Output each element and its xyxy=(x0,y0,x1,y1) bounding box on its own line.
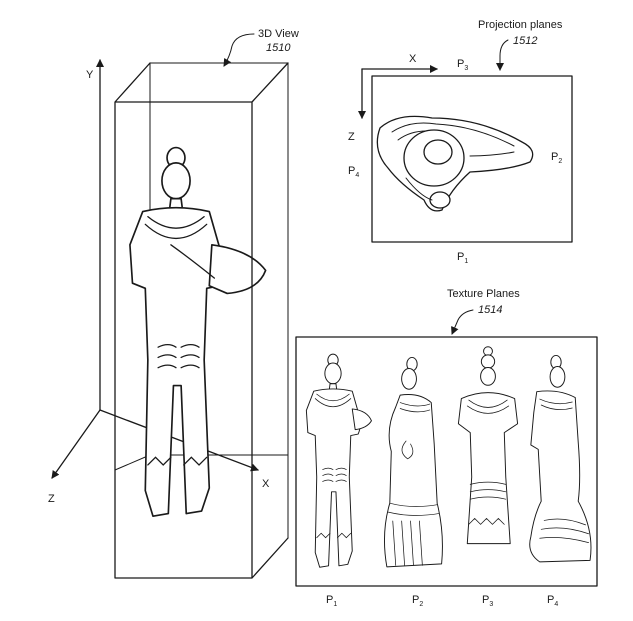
texture-view-p4 xyxy=(530,355,591,561)
texture-view-p2 xyxy=(384,357,442,566)
proj-label-p4: P4 xyxy=(348,165,359,179)
z-axis-label: Z xyxy=(48,493,55,505)
texture-view-p3 xyxy=(458,347,517,544)
projection-title: Projection planes xyxy=(478,19,563,31)
svg-text:P3: P3 xyxy=(457,58,468,72)
y-axis-label: Y xyxy=(86,69,94,81)
texture-view-p1 xyxy=(306,354,371,567)
projection-panel: Projection planes 1512 X Z P3 P4 P2 xyxy=(348,19,572,265)
proj-label-p3: P3 xyxy=(457,58,468,72)
texture-label-p2: P2 xyxy=(412,594,423,608)
projection-topdown-figure xyxy=(377,116,532,211)
svg-text:P1: P1 xyxy=(326,594,337,608)
svg-text:P1: P1 xyxy=(457,251,468,265)
view3d-title: 3D View xyxy=(258,28,299,40)
texture-label-p4: P4 xyxy=(547,594,558,608)
view3d-leader xyxy=(224,34,254,66)
x-axis-label: X xyxy=(262,478,270,490)
z-axis xyxy=(52,410,100,478)
view3d-panel: Y X Z 3D View 1510 xyxy=(48,28,299,578)
proj-label-p2: P2 xyxy=(551,151,562,165)
view3d-ref: 1510 xyxy=(266,42,291,54)
texture-label-p3: P3 xyxy=(482,594,493,608)
proj-x-label: X xyxy=(409,53,417,65)
projection-ref: 1512 xyxy=(513,35,537,47)
proj-label-p1: P1 xyxy=(457,251,468,265)
texture-panel: Texture Planes 1514 xyxy=(296,288,597,608)
texture-label-p1: P1 xyxy=(326,594,337,608)
x-axis xyxy=(100,410,258,470)
texture-leader xyxy=(452,310,473,334)
projection-leader xyxy=(500,40,508,70)
texture-title: Texture Planes xyxy=(447,288,520,300)
texture-ref: 1514 xyxy=(478,304,502,316)
svg-text:P4: P4 xyxy=(547,594,558,608)
proj-z-label: Z xyxy=(348,131,355,143)
svg-text:P4: P4 xyxy=(348,165,359,179)
svg-text:P2: P2 xyxy=(412,594,423,608)
svg-text:P2: P2 xyxy=(551,151,562,165)
svg-text:P3: P3 xyxy=(482,594,493,608)
